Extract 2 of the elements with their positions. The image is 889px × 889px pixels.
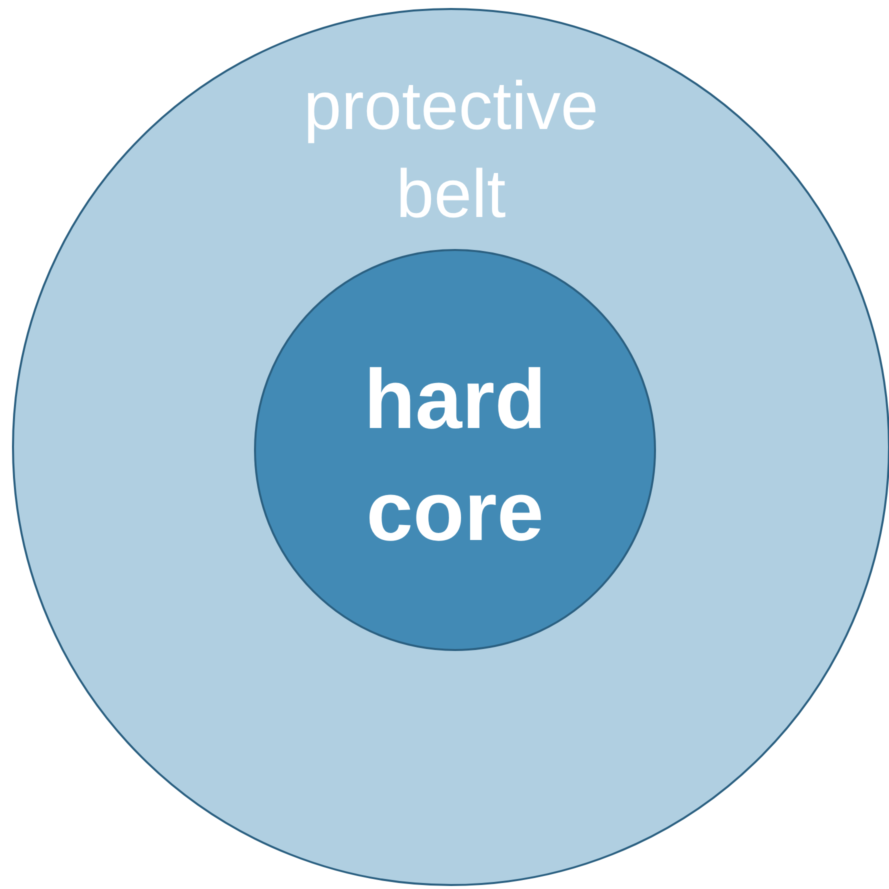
- circle-label: protective belt: [302, 67, 600, 234]
- circle-label: hard core: [362, 351, 548, 560]
